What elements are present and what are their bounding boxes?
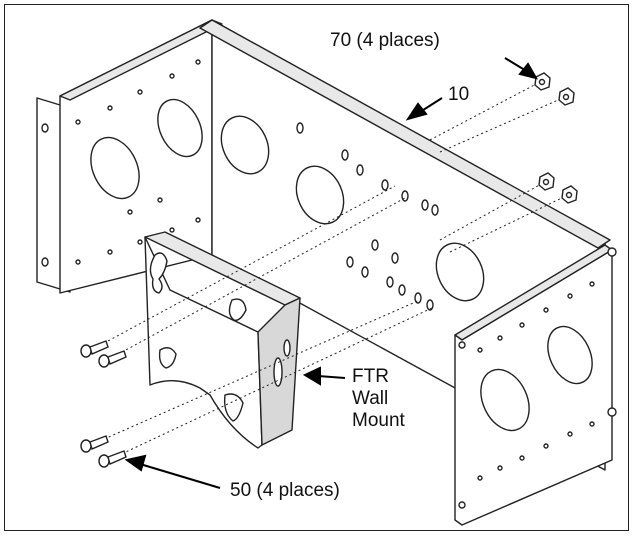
bolt-icon — [80, 435, 109, 453]
leader-arrows — [124, 57, 539, 489]
nuts — [534, 72, 578, 204]
mount-label-line1: FTR — [352, 366, 389, 387]
nut-icon — [534, 72, 551, 91]
nut-callout-label: 70 (4 places) — [330, 30, 440, 51]
nut-icon — [561, 185, 578, 204]
nut-icon — [558, 87, 575, 106]
nut-icon — [538, 172, 555, 191]
bolt-icon — [80, 340, 109, 358]
assembly-lines — [94, 81, 569, 459]
mount-label-line3: Mount — [352, 410, 405, 431]
bolt-icon — [98, 450, 127, 468]
right-side-panel — [454, 244, 617, 526]
bolt-callout-label: 50 (4 places) — [230, 480, 340, 501]
bolt-icon — [98, 350, 127, 368]
ftr-wall-mount — [144, 231, 301, 449]
bolts — [80, 340, 127, 468]
bracket-callout-label: 10 — [448, 84, 470, 105]
left-side-panel — [59, 19, 223, 294]
mount-label-line2: Wall — [352, 388, 389, 409]
